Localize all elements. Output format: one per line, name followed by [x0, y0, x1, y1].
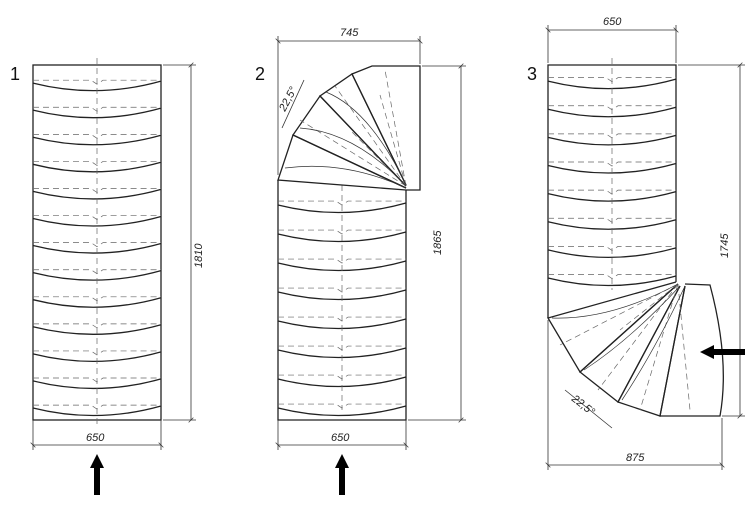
entry-arrow-3: [700, 345, 745, 359]
stair-2-winder-fan: [277, 65, 421, 191]
diagram-3-quarter-turn-bottom: 3 22,5° 650 1745 875: [527, 16, 745, 470]
stair-2-riser-line: [278, 258, 406, 264]
diagram-1-straight-stair: 1 1810 650: [10, 58, 205, 495]
dim-1-height-value: 1810: [193, 243, 205, 268]
stair-2-riser-line: [278, 287, 406, 293]
entry-arrow-1: [90, 454, 104, 495]
stair-1-tread-edge: [32, 405, 162, 417]
stair-1-tread-edge: [32, 215, 162, 227]
stair-1-riser-line: [33, 161, 161, 166]
dim-2-top-width-value: 745: [340, 27, 359, 39]
stair-1-tread-edge: [32, 297, 162, 308]
stair-3-winder-fan: [547, 281, 724, 417]
stair-1-riser-line: [33, 350, 161, 356]
stair-2-riser-line: [278, 316, 406, 322]
stair-3-outline: [547, 64, 677, 318]
stair-3-riser-line: [548, 161, 676, 167]
stair-1-tread-edge: [32, 324, 162, 335]
dim-3-angle-value: 22,5°: [568, 392, 597, 418]
stair-1-riser-line: [33, 242, 161, 248]
dim-1-width-value: 650: [86, 432, 105, 444]
stair-2-outline: [277, 180, 407, 421]
stair-3-riser-line: [548, 133, 676, 139]
dim-3-angle-line: [564, 389, 613, 429]
stair-1-riser-line: [33, 323, 161, 329]
diagram-3-label: 3: [527, 64, 537, 84]
diagram-1-label: 1: [10, 64, 20, 84]
stair-3-tread-edge: [547, 134, 677, 146]
stair-3-tread-edge: [547, 247, 677, 259]
stair-3-tread-edge: [547, 275, 677, 287]
stair-2-tread-edge: [277, 202, 407, 214]
entry-arrow-2: [335, 454, 349, 495]
dim-3-height-value: 1745: [719, 233, 731, 258]
stair-1-riser-line: [33, 133, 161, 139]
dim-2-height-value: 1865: [432, 230, 444, 255]
diagram-2-quarter-turn-top: 2 22,5° 745 1865 650: [255, 27, 466, 495]
dim-2-angle-value: 22,5°: [277, 84, 300, 114]
stair-2-riser-line: [278, 229, 406, 235]
stair-3-riser-line: [548, 274, 676, 279]
stair-3-tread-edge: [547, 106, 677, 118]
dim-2-width-value: 650: [331, 432, 350, 444]
stair-1-riser-line: [33, 79, 161, 85]
stair-2-tread-edge: [277, 231, 407, 243]
dim-3-bottom-width-value: 875: [626, 452, 645, 464]
dim-3-top-width-value: 650: [603, 16, 622, 28]
stair-1-tread-edge: [32, 107, 162, 119]
stair-2-tread-edge: [277, 405, 407, 417]
stair-2-riser-line: [278, 200, 406, 206]
stair-3-riser-line: [548, 189, 676, 195]
dim-2-angle-line: [281, 79, 305, 129]
diagram-2-label: 2: [255, 64, 265, 84]
stair-1-tread-edge: [32, 134, 162, 146]
